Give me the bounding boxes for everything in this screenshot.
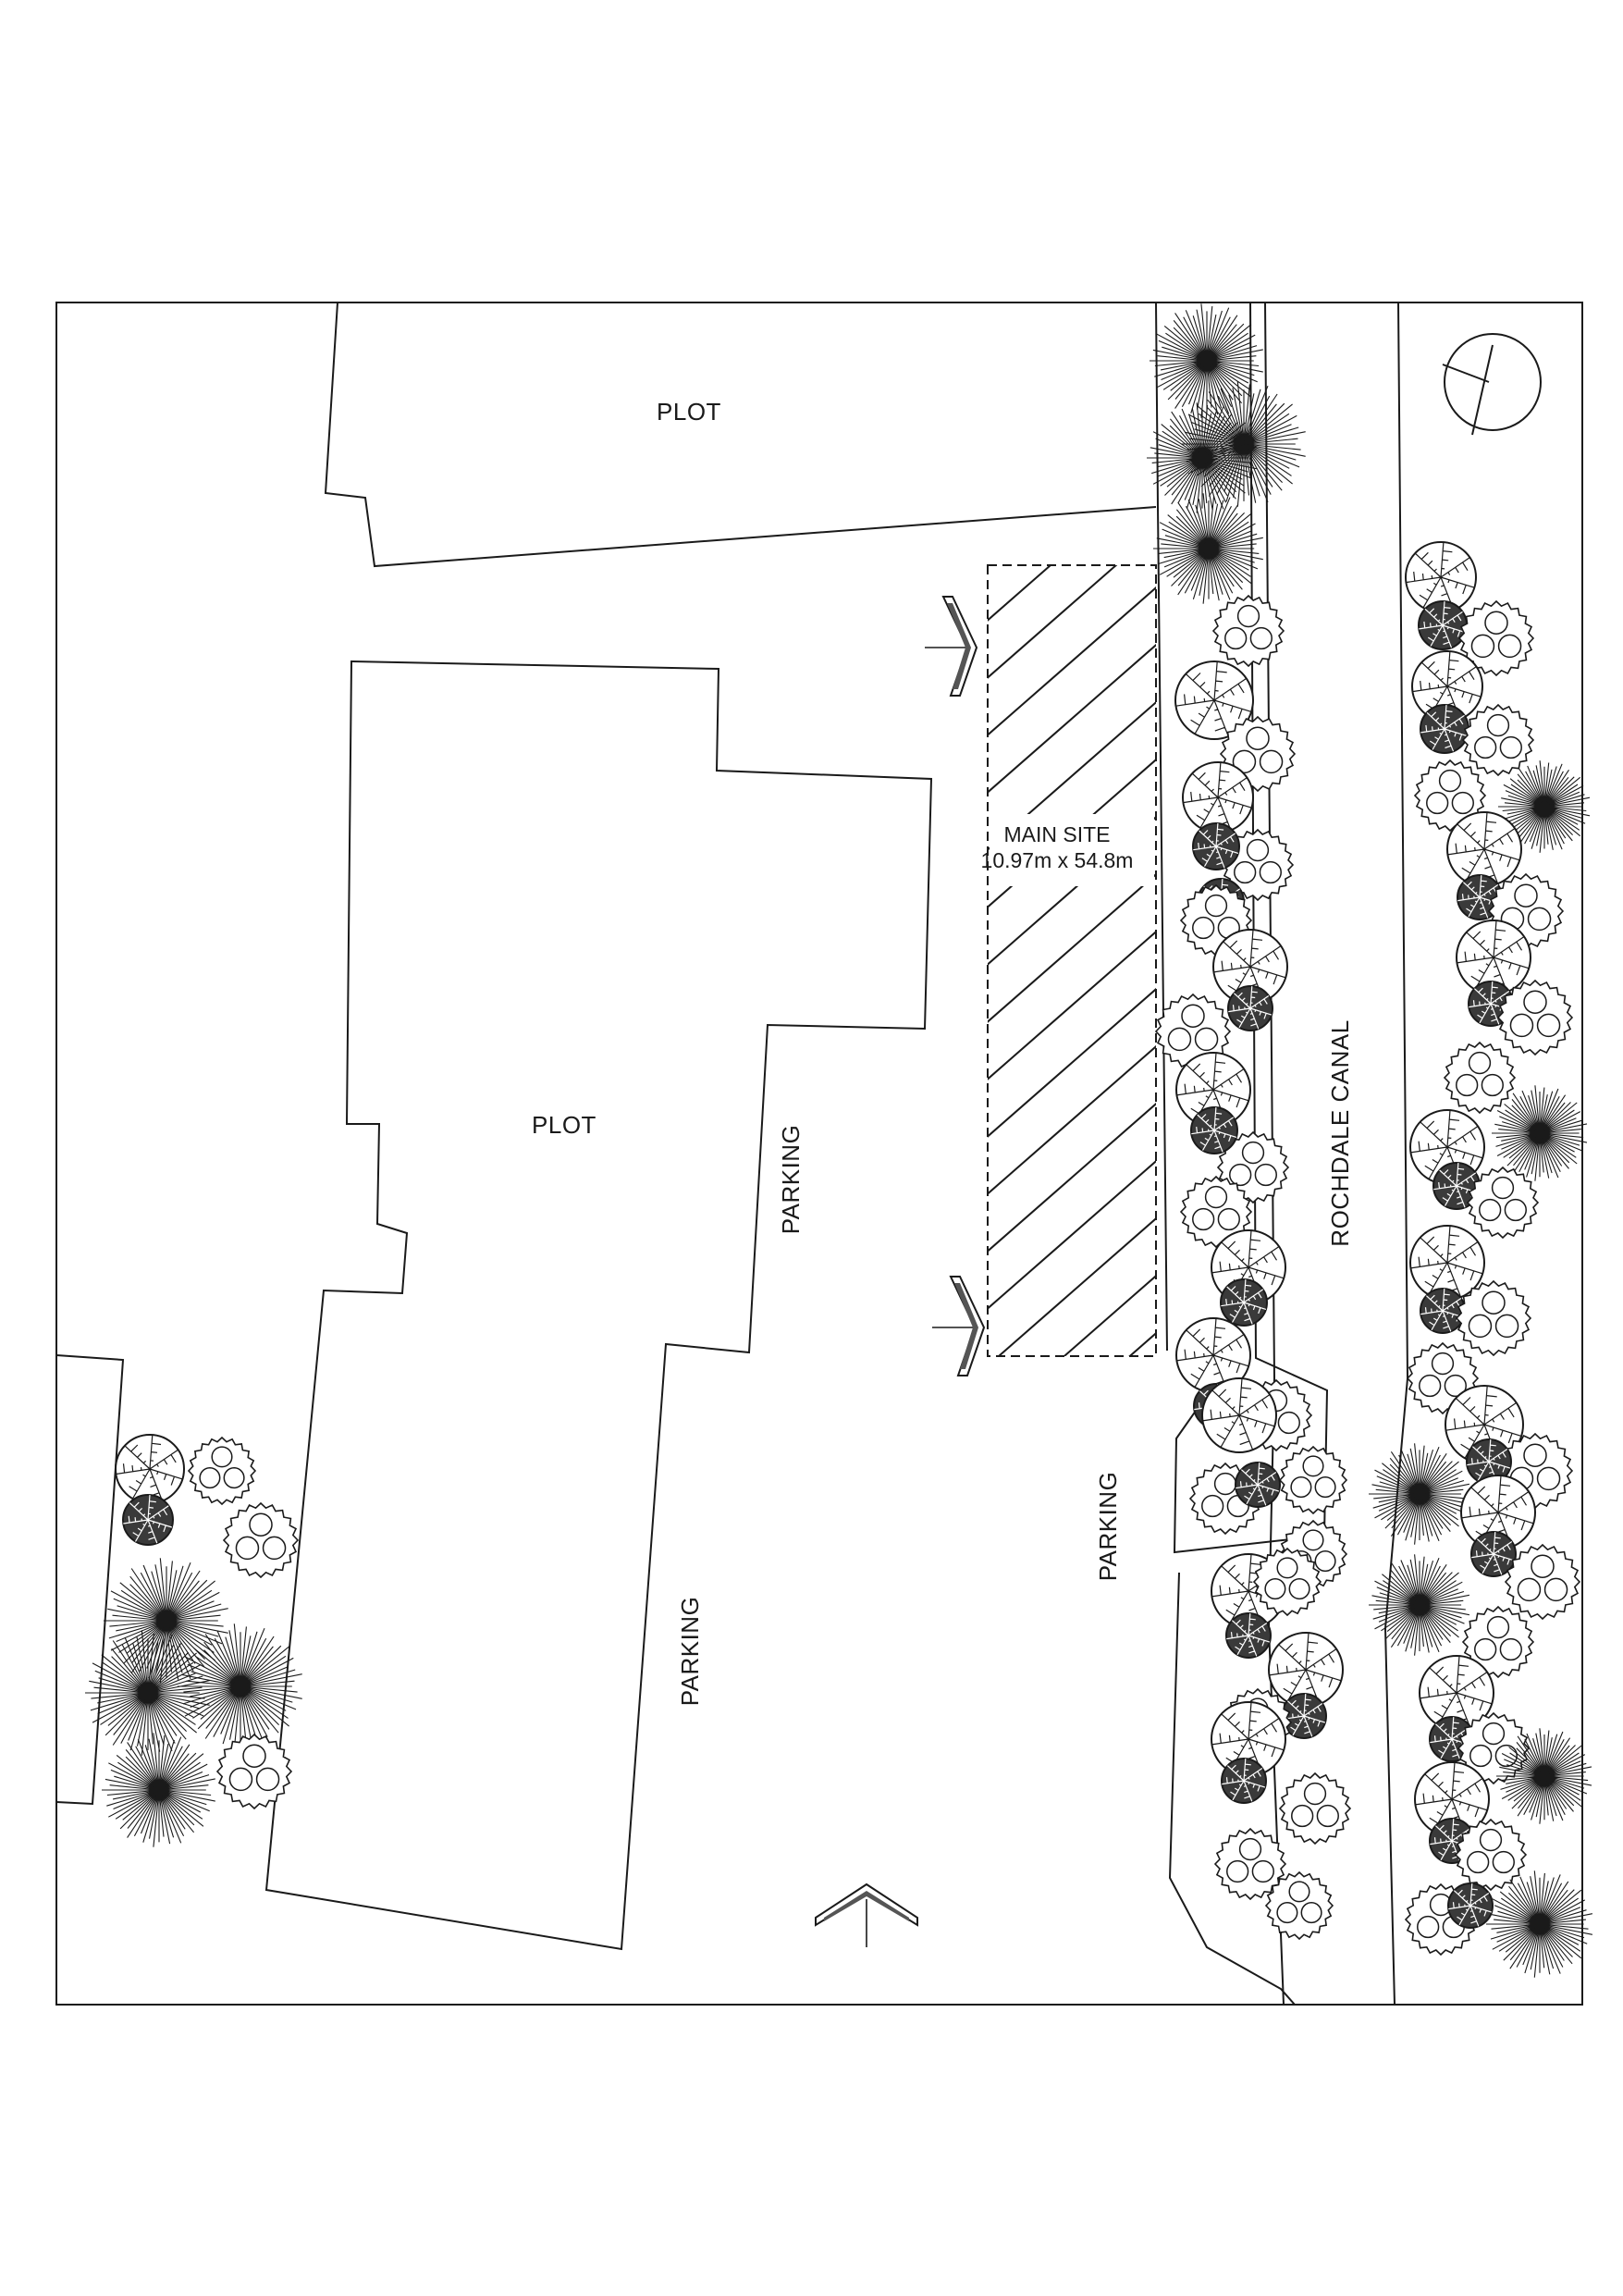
tree-symbol-icon: [1175, 1317, 1251, 1393]
parking-label-2: PARKING: [676, 1597, 704, 1707]
tree-symbol-icon: [1454, 1818, 1528, 1892]
tree-symbol-icon: [1213, 1827, 1287, 1901]
tree-symbol-icon: [1504, 1543, 1581, 1621]
tree-symbol-icon: [1252, 1547, 1322, 1617]
section-arrow-icon-approach: [815, 1882, 918, 1947]
tree-symbol-icon: [1212, 929, 1288, 1005]
tree-symbol-icon: [178, 1623, 302, 1749]
plot-main-label: PLOT: [532, 1111, 596, 1139]
tree-symbol-icon: [187, 1436, 257, 1506]
canal-bank-right: [1383, 302, 1409, 2005]
tree-symbol-icon: [1192, 822, 1240, 870]
tree-symbol-icon: [1235, 1462, 1281, 1508]
plot-main-outline: [264, 660, 933, 1951]
tree-symbol-icon: [1492, 1085, 1588, 1181]
main-site-area: [987, 564, 1157, 1357]
section-arrow-icon-top: [925, 596, 978, 697]
tree-symbol-icon: [1496, 1728, 1592, 1824]
tree-symbol-icon: [1278, 1445, 1348, 1515]
tree-symbol-icon: [1154, 993, 1232, 1070]
tree-symbol-icon: [215, 1733, 293, 1810]
tree-symbol-icon: [1369, 1554, 1470, 1656]
tree-symbol-icon: [1486, 1870, 1593, 1978]
tree-symbol-icon: [1227, 985, 1273, 1031]
road-edge-lower: [1168, 1572, 1296, 2005]
tree-symbol-icon: [1268, 1632, 1344, 1708]
tree-symbol-icon: [1461, 703, 1535, 777]
parking-label-1: PARKING: [777, 1125, 805, 1235]
tree-symbol-icon: [1369, 1443, 1470, 1545]
plot-left-outline: [56, 1354, 125, 1806]
tree-symbol-icon: [122, 1494, 174, 1546]
tree-symbol-icon: [1201, 1377, 1277, 1453]
tree-symbol-icon: [1498, 760, 1591, 853]
tree-symbol-icon: [104, 1558, 228, 1684]
tree-symbol-icon: [1461, 1605, 1535, 1679]
drawing-border: [55, 302, 1583, 2006]
tree-symbol-icon: [1420, 704, 1469, 754]
section-arrow-icon-bottom: [932, 1276, 986, 1376]
plot-top-outline: [324, 302, 1157, 568]
tree-symbol-icon: [115, 1434, 185, 1504]
tree-symbol-icon: [1447, 1882, 1494, 1929]
tree-symbol-icon: [1411, 650, 1483, 722]
tree-symbol-icon: [1225, 1612, 1272, 1659]
tree-symbol-icon: [1190, 1106, 1238, 1154]
tree-symbol-icon: [1221, 828, 1295, 902]
tree-symbol-icon: [1211, 594, 1285, 668]
tree-symbol-icon: [1443, 1041, 1517, 1115]
tree-symbol-icon: [1281, 1693, 1327, 1739]
tree-symbol-icon: [1182, 761, 1254, 833]
tree-symbol-icon: [1174, 660, 1254, 740]
main-site-dimensions: 10.97m x 54.8m: [981, 848, 1134, 872]
tree-symbol-icon: [1147, 402, 1257, 513]
tree-symbol-icon: [1455, 1279, 1532, 1357]
tree-symbol-icon: [1496, 979, 1574, 1056]
main-site-boundary: [987, 564, 1157, 1357]
tree-symbol-icon: [85, 1630, 210, 1756]
tree-symbol-icon: [1457, 599, 1535, 677]
canal-label: ROCHDALE CANAL: [1326, 1019, 1354, 1246]
tree-symbol-icon: [1150, 303, 1263, 418]
tree-symbol-icon: [1220, 1278, 1268, 1327]
north-arrow-icon: [1442, 333, 1542, 436]
road-edge-left: [1155, 302, 1168, 1352]
plot-top-label: PLOT: [657, 398, 721, 426]
tree-symbol-icon: [102, 1733, 215, 1847]
tree-symbol-icon: [1420, 1288, 1466, 1334]
tree-symbol-icon: [1470, 1531, 1517, 1577]
main-site-title: MAIN SITE: [1003, 822, 1110, 846]
tree-symbol-icon: [1153, 493, 1263, 604]
tree-symbol-icon: [1221, 1758, 1267, 1804]
tree-symbol-icon: [1264, 1870, 1334, 1941]
tree-symbol-icon: [1446, 811, 1522, 887]
tree-symbols: [85, 303, 1593, 1978]
tree-symbol-icon: [1466, 1166, 1540, 1240]
tree-symbol-icon: [1418, 600, 1468, 650]
parking-label-3: PARKING: [1094, 1472, 1122, 1582]
tree-symbol-icon: [222, 1501, 300, 1579]
tree-symbol-icon: [1413, 759, 1487, 833]
tree-symbol-icon: [1278, 1771, 1352, 1845]
